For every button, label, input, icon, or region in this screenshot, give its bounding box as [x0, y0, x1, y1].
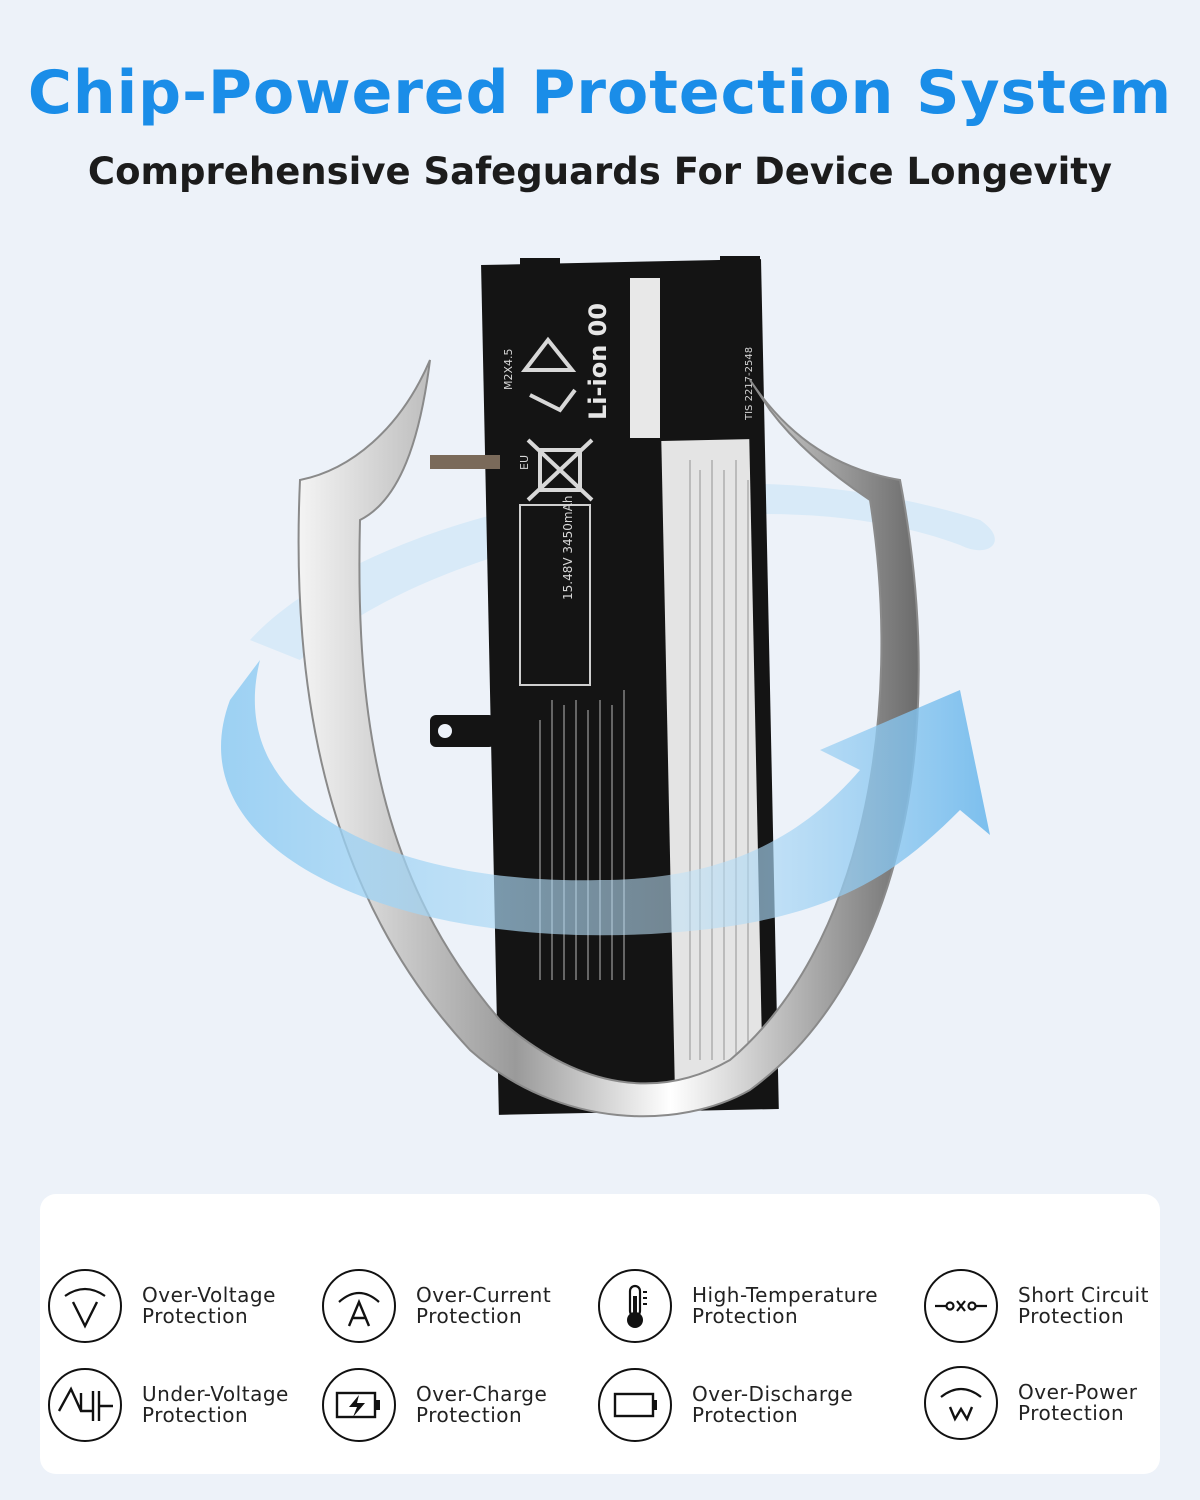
feature-label-line1: Over-Power	[1018, 1380, 1138, 1404]
battery-chemistry-label: Li-ion 00	[584, 303, 612, 420]
feature-label-line1: Over-Voltage	[142, 1283, 276, 1307]
feature-label-line2: Protection	[692, 1403, 799, 1427]
voltage-v-icon	[48, 1269, 122, 1343]
battery-tis-label: TIS 2217-2548	[744, 347, 755, 421]
feature-label-line2: Protection	[142, 1403, 249, 1427]
swirl-arrow	[221, 660, 990, 936]
hero-illustration: Li-ion 00 15.48V 3450mAh M2X4.5 EU TIS 2…	[221, 256, 995, 1118]
thermometer-icon	[598, 1269, 672, 1343]
feature-label-line2: Protection	[1018, 1401, 1125, 1425]
battery-screw-label: M2X4.5	[502, 348, 515, 390]
battery-charge-icon	[322, 1368, 396, 1442]
battery-empty-icon	[598, 1368, 672, 1442]
feature-label-line1: Over-Discharge	[692, 1382, 854, 1406]
battery-pack: Li-ion 00 15.48V 3450mAh M2X4.5 EU TIS 2…	[430, 256, 779, 1115]
power-w-icon	[924, 1366, 998, 1440]
current-a-icon	[322, 1269, 396, 1343]
page-subtitle: Comprehensive Safeguards For Device Long…	[87, 150, 1113, 193]
feature-label-line1: Under-Voltage	[142, 1382, 289, 1406]
feature-label-line2: Protection	[416, 1304, 523, 1328]
feature-label-line1: Over-Current	[416, 1283, 552, 1307]
feature-label-line2: Protection	[416, 1403, 523, 1427]
feature-label-line2: Protection	[1018, 1304, 1125, 1328]
page-title: Chip-Powered Protection System	[27, 58, 1173, 128]
feature-label-line1: Short Circuit	[1018, 1283, 1149, 1307]
feature-label-line1: High-Temperature	[692, 1283, 879, 1307]
short-circuit-icon	[924, 1269, 998, 1343]
feature-label-line2: Protection	[142, 1304, 249, 1328]
shield-outline	[297, 359, 920, 1118]
under-voltage-icon	[48, 1368, 122, 1442]
battery-rating-label: 15.48V 3450mAh	[561, 496, 575, 600]
feature-label-line1: Over-Charge	[416, 1382, 548, 1406]
feature-label-line2: Protection	[692, 1304, 799, 1328]
battery-region-label: EU	[518, 455, 531, 470]
